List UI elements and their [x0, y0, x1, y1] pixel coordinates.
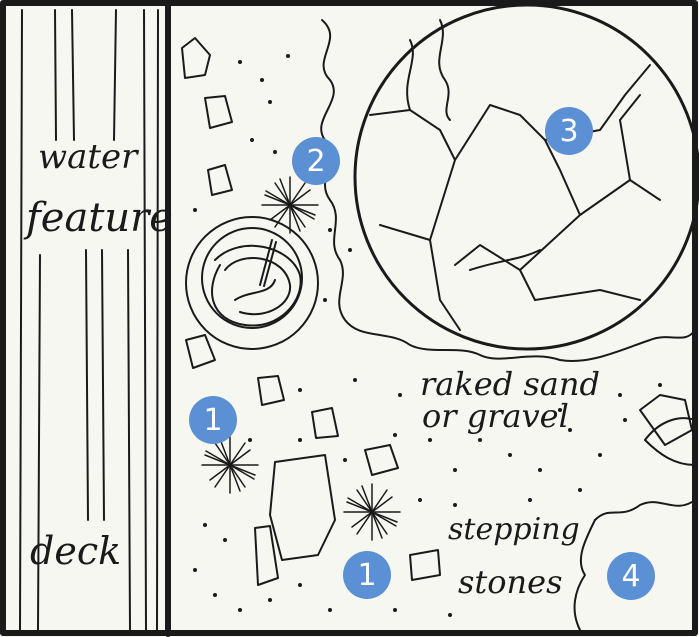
marker-2: 2	[292, 137, 340, 185]
label-water: water	[38, 137, 138, 177]
sand-boundary	[320, 19, 696, 631]
boulder-cracks	[369, 19, 661, 331]
marker-3: 3	[545, 107, 593, 155]
label-stones: stones	[458, 563, 563, 601]
label-or-gravel: or gravel	[422, 397, 569, 435]
spiky-plants	[201, 176, 401, 541]
marker-4: 4	[607, 552, 655, 600]
marker-1-upper: 1	[189, 396, 237, 444]
deck-boards	[19, 9, 159, 631]
gravel-dots	[193, 54, 662, 617]
label-stepping: stepping	[448, 512, 580, 547]
boulder-group	[353, 3, 699, 351]
label-raked-sand: raked sand	[420, 365, 600, 403]
label-feature: feature	[26, 195, 173, 241]
label-deck: deck	[30, 529, 122, 573]
water-basin	[185, 216, 319, 350]
marker-1-lower: 1	[343, 551, 391, 599]
stepping-stone-shapes	[181, 37, 693, 586]
